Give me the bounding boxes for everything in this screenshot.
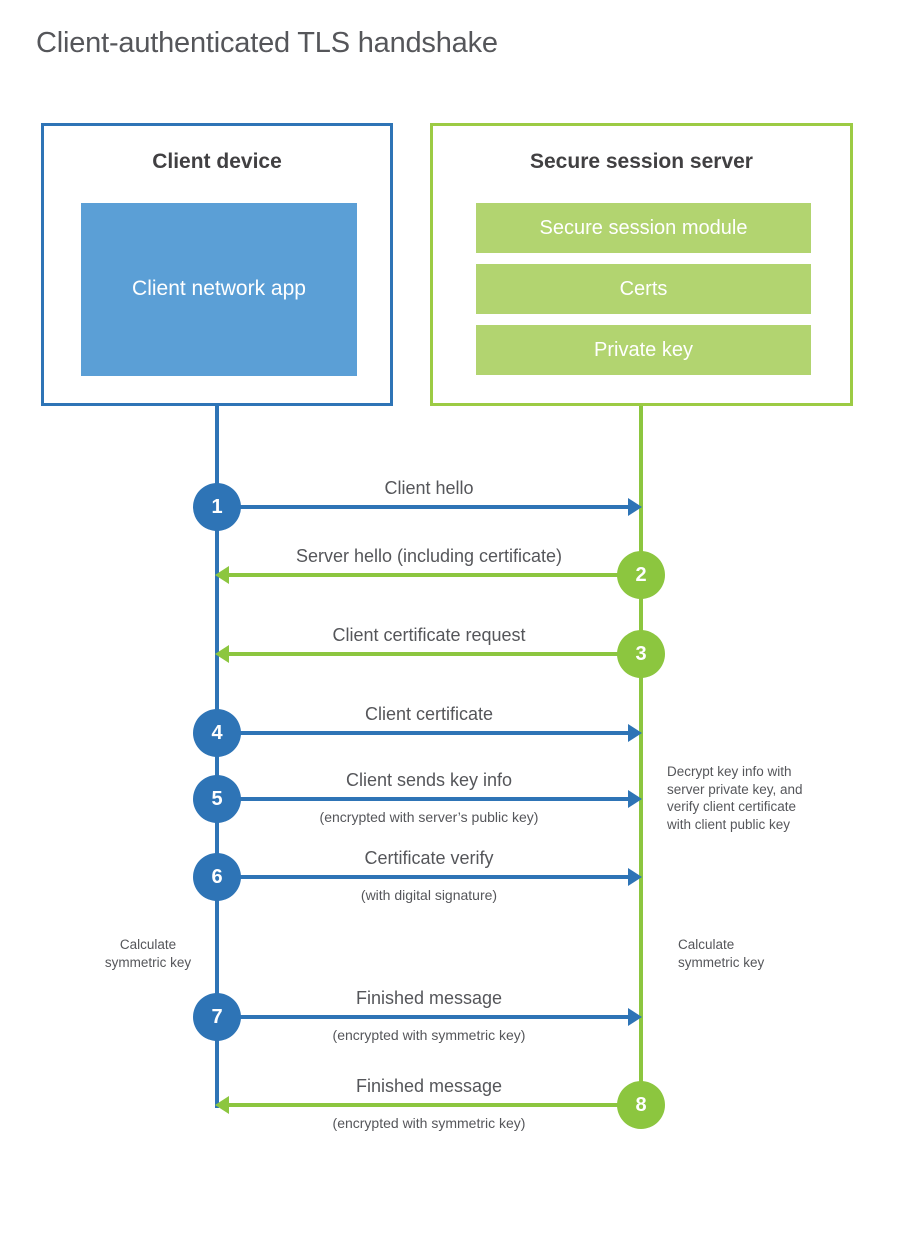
message-arrow-6 bbox=[240, 875, 628, 879]
client-device-box: Client device Client network app bbox=[41, 123, 393, 406]
message-label: Finished message bbox=[355, 1076, 503, 1096]
server-lifeline bbox=[639, 406, 643, 1127]
arrowhead-icon bbox=[215, 566, 229, 584]
step-circle-1: 1 bbox=[193, 483, 241, 531]
note-line: with client public key bbox=[667, 816, 791, 832]
step-number: 2 bbox=[635, 563, 647, 586]
arrowhead-icon bbox=[628, 724, 642, 742]
server-module-certs: Certs bbox=[476, 264, 811, 314]
note-calculate-symmetric-key-client: Calculate symmetric key bbox=[68, 936, 228, 971]
message-sublabel: (encrypted with symmetric key) bbox=[332, 1027, 526, 1043]
message-label: Client certificate bbox=[364, 704, 494, 724]
note-decrypt-key-info: Decrypt key info with server private key… bbox=[667, 763, 803, 833]
step-circle-8: 8 bbox=[617, 1081, 665, 1129]
arrowhead-icon bbox=[628, 1008, 642, 1026]
message-label: Certificate verify bbox=[364, 848, 494, 868]
note-line: Calculate bbox=[119, 937, 177, 952]
note-line: Calculate bbox=[678, 937, 735, 952]
step-circle-3: 3 bbox=[617, 630, 665, 678]
message-arrow-5 bbox=[240, 797, 628, 801]
message-label: Server hello (including certificate) bbox=[295, 546, 563, 566]
note-line: server private key, and bbox=[667, 781, 803, 797]
client-network-app-label: Client network app bbox=[132, 277, 306, 301]
message-sublabel: (encrypted with server’s public key) bbox=[319, 809, 539, 825]
step-number: 5 bbox=[211, 787, 223, 810]
arrowhead-icon bbox=[628, 868, 642, 886]
client-device-title: Client device bbox=[152, 150, 282, 173]
message-sublabel: (with digital signature) bbox=[360, 887, 498, 903]
note-line: verify client certificate bbox=[667, 799, 797, 815]
step-circle-4: 4 bbox=[193, 709, 241, 757]
step-number: 3 bbox=[635, 642, 647, 665]
message-arrow-8 bbox=[229, 1103, 618, 1107]
message-label: Finished message bbox=[355, 988, 503, 1008]
step-circle-2: 2 bbox=[617, 551, 665, 599]
message-label: Client hello bbox=[384, 478, 474, 498]
step-circle-6: 6 bbox=[193, 853, 241, 901]
note-line: symmetric key bbox=[104, 954, 192, 970]
message-arrow-4 bbox=[240, 731, 628, 735]
page-title: Client-authenticated TLS handshake bbox=[36, 27, 498, 59]
step-number: 1 bbox=[211, 495, 223, 518]
message-label: Client certificate request bbox=[332, 625, 526, 645]
server-module-private-key: Private key bbox=[476, 325, 811, 375]
arrowhead-icon bbox=[628, 790, 642, 808]
step-circle-7: 7 bbox=[193, 993, 241, 1041]
note-line: Decrypt key info with bbox=[667, 764, 792, 779]
step-number: 4 bbox=[211, 721, 223, 744]
client-network-app-box: Client network app bbox=[81, 203, 357, 376]
arrowhead-icon bbox=[628, 498, 642, 516]
server-module-secure-session: Secure session module bbox=[476, 203, 811, 253]
step-number: 8 bbox=[635, 1093, 647, 1116]
secure-session-server-title: Secure session server bbox=[530, 150, 753, 173]
step-circle-5: 5 bbox=[193, 775, 241, 823]
arrowhead-icon bbox=[215, 1096, 229, 1114]
message-label: Client sends key info bbox=[345, 770, 513, 790]
client-lifeline bbox=[215, 406, 219, 1108]
message-arrow-3 bbox=[229, 652, 618, 656]
message-arrow-7 bbox=[240, 1015, 628, 1019]
arrowhead-icon bbox=[215, 645, 229, 663]
message-arrow-1 bbox=[240, 505, 628, 509]
note-calculate-symmetric-key-server: Calculate symmetric key bbox=[678, 936, 764, 971]
message-arrow-2 bbox=[229, 573, 618, 577]
message-sublabel: (encrypted with symmetric key) bbox=[332, 1115, 526, 1131]
note-line: symmetric key bbox=[678, 954, 765, 970]
secure-session-server-box: Secure session server Secure session mod… bbox=[430, 123, 853, 406]
step-number: 6 bbox=[211, 865, 223, 888]
step-number: 7 bbox=[211, 1005, 223, 1028]
